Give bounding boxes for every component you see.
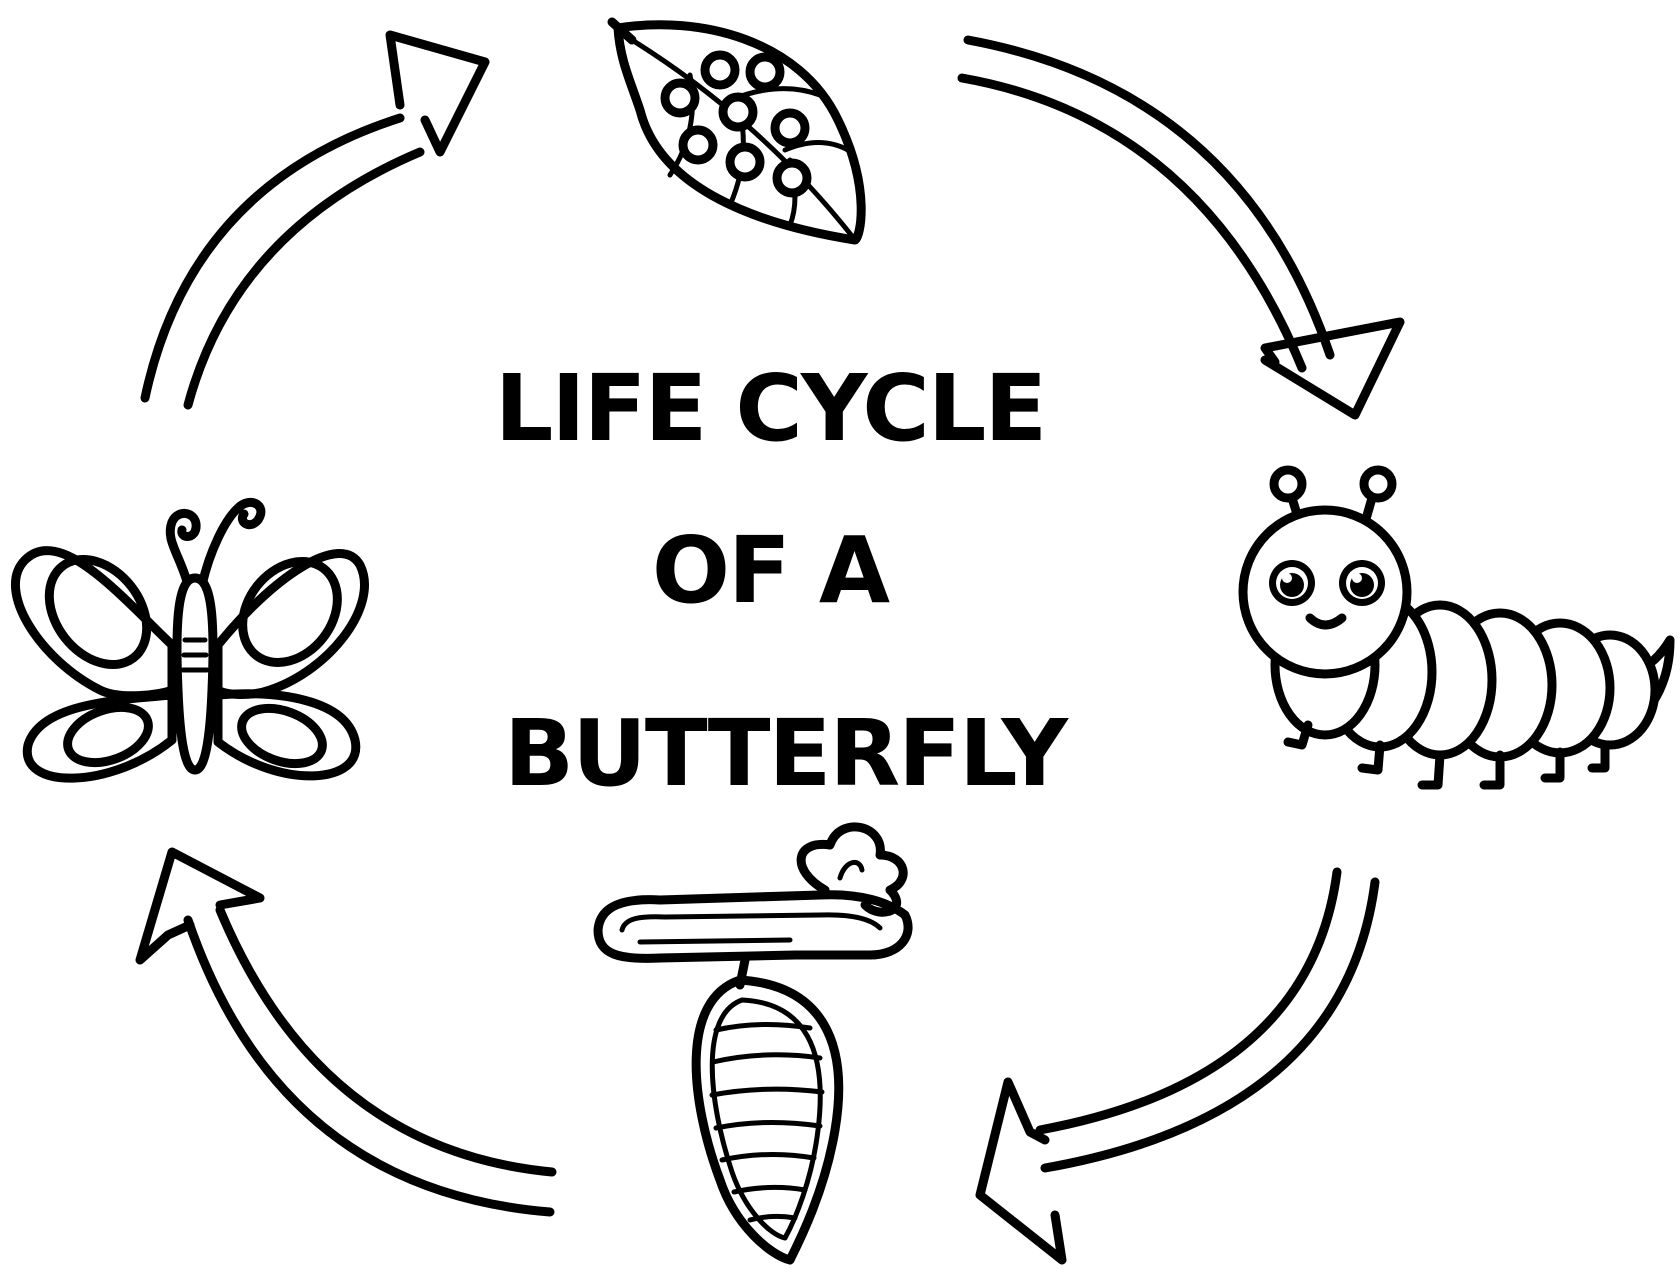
arrow-butterfly-to-eggs — [145, 35, 485, 405]
title-line-2: OF A — [652, 517, 890, 624]
arrow-chrysalis-to-butterfly — [140, 852, 552, 1212]
eggs-on-leaf-icon — [612, 22, 861, 240]
butterfly-icon — [15, 502, 364, 778]
caterpillar-icon — [1243, 470, 1670, 785]
chrysalis-icon — [598, 827, 908, 1260]
diagram-title: LIFE CYCLE OF A BUTTERFLY — [495, 355, 1070, 807]
arrow-caterpillar-to-chrysalis — [980, 872, 1375, 1260]
title-line-1: LIFE CYCLE — [495, 355, 1045, 462]
title-line-3: BUTTERFLY — [504, 700, 1069, 807]
